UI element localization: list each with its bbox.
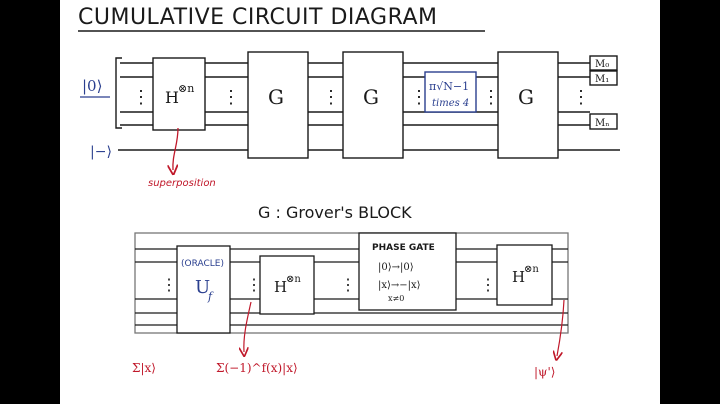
measure-label-n: Mₙ (595, 118, 610, 129)
phase-gate-line-1: |0⟩→|0⟩ (378, 262, 414, 273)
measure-box-1 (589, 70, 618, 86)
ellipsis-block-1: ⋮ (161, 275, 177, 294)
grover-label-2: G (363, 85, 379, 109)
hadamard-power-3: ⊗n (524, 264, 539, 275)
grover-gate-3 (497, 51, 559, 159)
hadamard-label-2: H (274, 278, 287, 296)
superposition-note: superposition (148, 178, 216, 189)
note-psi: |ψ'⟩ (534, 365, 555, 379)
ellipsis-between-g2: ⋮ (410, 87, 428, 108)
repeat-count-box (424, 71, 477, 113)
note-sum-phase: Σ(−1)^f(x)|x⟩ (216, 361, 298, 375)
ellipsis-block-4: ⋮ (480, 275, 496, 294)
grover-gate-2 (342, 51, 404, 159)
ellipsis-block-3: ⋮ (340, 275, 356, 294)
oracle-u: U (195, 277, 210, 298)
grover-label-3: G (518, 85, 534, 109)
hadamard-gate (152, 57, 206, 131)
ellipsis-block-2: ⋮ (246, 275, 262, 294)
ellipsis-between-g1: ⋮ (322, 87, 340, 108)
note-sum-x: Σ|x⟩ (132, 361, 156, 375)
ellipsis-before-g3: ⋮ (482, 87, 500, 108)
hadamard-gate-2 (259, 255, 315, 315)
phase-gate-line-3: x≠0 (388, 294, 404, 303)
hadamard-label: H (165, 88, 179, 107)
hadamard-power: ⊗n (178, 82, 194, 95)
top-circuit (115, 51, 620, 159)
measure-label-0: M₀ (595, 59, 609, 70)
oracle-sub: f (207, 290, 214, 303)
hadamard-power-2: ⊗n (286, 274, 301, 285)
phase-gate-title: PHASE GATE (372, 243, 435, 253)
ellipsis-after-h: ⋮ (222, 87, 240, 108)
diagram-title: CUMULATIVE CIRCUIT DIAGRAM (78, 5, 438, 30)
phase-gate-line-2: |x⟩→−|x⟩ (378, 280, 421, 291)
measure-box-n (589, 113, 618, 130)
grover-block (134, 232, 569, 334)
sum-phase-arrow (244, 301, 252, 352)
oracle-label: (ORACLE) (181, 259, 224, 269)
superposition-arrow (173, 127, 179, 170)
ellipsis-after-g3: ⋮ (572, 87, 590, 108)
grover-block-subtitle: G : Grover's BLOCK (258, 203, 412, 222)
hadamard-gate-3 (496, 244, 553, 306)
circuit-drawing: CUMULATIVE CIRCUIT DIAGRAM (78, 5, 620, 379)
oracle-gate (176, 245, 231, 334)
input-minus-ket: |−⟩ (90, 144, 112, 160)
ellipsis-register: ⋮ (132, 87, 150, 108)
psi-arrow (557, 299, 565, 356)
repeat-label-bottom: times 4 (432, 98, 469, 109)
measure-label-1: M₁ (595, 74, 609, 85)
phase-gate (358, 232, 457, 311)
repeat-label-top: π√N−1 (429, 80, 469, 93)
whiteboard: CUMULATIVE CIRCUIT DIAGRAM (60, 0, 660, 404)
hadamard-label-3: H (512, 268, 525, 286)
input-zero-ket: |0⟩ (82, 77, 102, 95)
measure-box-0 (589, 55, 618, 71)
grover-gate-1 (247, 51, 309, 159)
grover-label-1: G (268, 85, 284, 109)
